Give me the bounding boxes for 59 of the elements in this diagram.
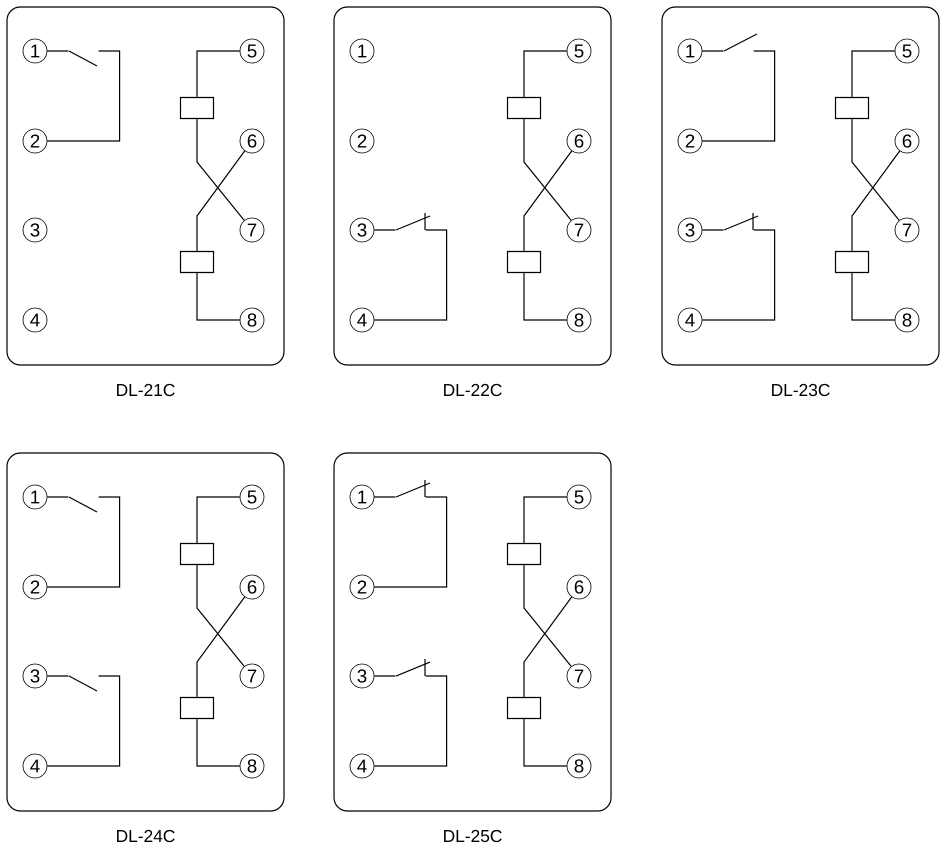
contact-symbol bbox=[723, 212, 759, 231]
coil-box bbox=[834, 250, 870, 274]
wire bbox=[196, 119, 245, 221]
wire bbox=[196, 150, 246, 251]
wire bbox=[523, 596, 572, 697]
wire bbox=[47, 675, 68, 677]
wire bbox=[196, 50, 240, 97]
wire bbox=[523, 150, 572, 251]
wire bbox=[374, 496, 396, 498]
coil-box bbox=[180, 542, 214, 566]
model-label: DL-21C bbox=[117, 384, 175, 396]
wire bbox=[196, 596, 246, 697]
wire bbox=[851, 50, 895, 97]
contact-symbol bbox=[395, 479, 431, 498]
model-label: DL-25C bbox=[444, 830, 502, 842]
wire bbox=[851, 119, 900, 221]
wire bbox=[47, 496, 68, 498]
coil-box bbox=[180, 96, 214, 120]
wire bbox=[523, 50, 567, 97]
wire bbox=[374, 675, 448, 767]
wire bbox=[47, 496, 120, 588]
wire bbox=[196, 496, 240, 543]
wire bbox=[374, 675, 396, 677]
wire bbox=[523, 719, 567, 767]
contact-symbol bbox=[395, 212, 431, 231]
wire bbox=[374, 229, 448, 321]
wire bbox=[523, 273, 567, 321]
wire bbox=[851, 273, 895, 321]
wire bbox=[702, 50, 776, 142]
wire bbox=[196, 273, 240, 321]
wire bbox=[702, 229, 776, 321]
model-label: DL-23C bbox=[772, 384, 830, 396]
wire bbox=[47, 50, 68, 52]
wire bbox=[523, 119, 572, 221]
contact-symbol bbox=[395, 658, 431, 677]
coil-box bbox=[180, 250, 214, 274]
coil-box bbox=[506, 542, 542, 566]
model-label: DL-22C bbox=[444, 384, 502, 396]
wire bbox=[196, 565, 245, 667]
contact-symbol bbox=[724, 33, 758, 52]
coil-box bbox=[506, 696, 542, 720]
wire bbox=[196, 719, 240, 767]
wire bbox=[523, 565, 572, 667]
coil-box bbox=[834, 96, 870, 120]
wire bbox=[47, 50, 120, 142]
model-label: DL-24C bbox=[117, 830, 175, 842]
coil-box bbox=[180, 696, 214, 720]
wire bbox=[702, 229, 724, 231]
contact-symbol bbox=[68, 675, 98, 692]
contact-symbol bbox=[68, 496, 98, 513]
wire bbox=[47, 675, 120, 767]
wire bbox=[374, 496, 448, 588]
wire bbox=[851, 150, 900, 251]
coil-box bbox=[506, 250, 542, 274]
wire bbox=[374, 229, 396, 231]
wire bbox=[523, 496, 567, 543]
contact-symbol bbox=[68, 50, 98, 67]
coil-box bbox=[506, 96, 542, 120]
wire bbox=[702, 50, 724, 52]
